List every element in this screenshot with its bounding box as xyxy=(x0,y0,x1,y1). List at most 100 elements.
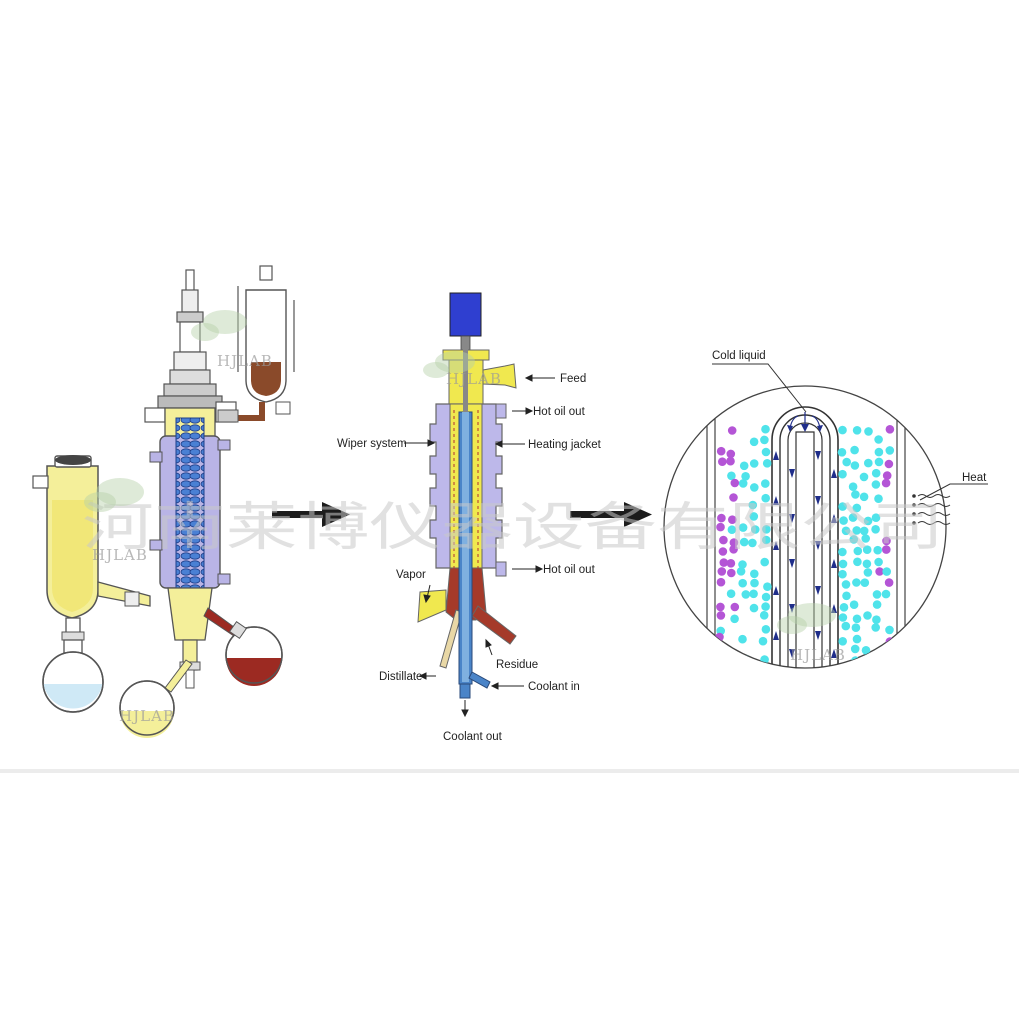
volatile-molecule xyxy=(838,425,847,435)
label-vapor: Vapor xyxy=(396,569,426,581)
residue-flask xyxy=(203,607,283,686)
volatile-molecule xyxy=(761,592,771,602)
volatile-molecule xyxy=(738,560,747,569)
label-wiper-system: Wiper system xyxy=(337,438,407,450)
volatile-molecule xyxy=(863,655,873,664)
volatile-molecule xyxy=(872,657,881,667)
volatile-molecule xyxy=(852,526,861,535)
label-residue: Residue xyxy=(496,659,538,671)
volatile-molecule xyxy=(874,447,884,457)
volatile-molecule xyxy=(851,623,861,632)
volatile-molecule xyxy=(727,525,737,534)
volatile-molecule xyxy=(727,471,736,481)
label-coolant-out: Coolant out xyxy=(443,731,503,743)
volatile-molecule xyxy=(759,611,769,620)
volatile-molecule xyxy=(851,656,860,665)
volatile-molecule xyxy=(851,490,860,499)
volatile-molecule xyxy=(838,559,848,569)
volatile-molecule xyxy=(762,525,771,534)
volatile-molecule xyxy=(726,589,736,598)
volatile-molecule xyxy=(871,468,881,478)
volatile-molecule xyxy=(736,567,746,576)
volatile-molecule xyxy=(848,513,858,522)
volatile-molecule xyxy=(741,590,751,599)
volatile-molecule xyxy=(874,557,883,567)
flow-arrow-icon xyxy=(815,541,821,550)
volatile-molecule xyxy=(872,615,881,624)
residue-molecule xyxy=(716,611,726,620)
volatile-molecule xyxy=(730,614,739,624)
residue-molecule xyxy=(718,457,727,467)
flow-arrow-icon xyxy=(831,514,837,523)
label-heating-jacket: Heating jacket xyxy=(528,439,602,451)
residue-molecule xyxy=(719,558,729,567)
volatile-molecule xyxy=(751,525,760,534)
volatile-molecule xyxy=(852,503,862,513)
volatile-molecule xyxy=(758,636,768,646)
motor xyxy=(449,292,482,337)
volatile-molecule xyxy=(853,546,863,556)
volatile-molecule xyxy=(763,582,772,591)
residue-molecule xyxy=(716,446,726,456)
volatile-molecule xyxy=(841,526,851,536)
volatile-molecule xyxy=(872,590,882,599)
heat-wave-icon xyxy=(917,494,951,525)
volatile-molecule xyxy=(873,545,882,555)
volatile-molecule xyxy=(841,580,851,589)
residue-molecule xyxy=(726,449,736,459)
volatile-molecule xyxy=(872,600,882,609)
watermark-company-name: 河南莱博仪器设备有限公司 xyxy=(82,498,944,558)
flow-arrow-icon xyxy=(831,469,837,478)
flow-arrow-icon xyxy=(773,631,779,640)
distillate-flask: HJLAB xyxy=(119,659,193,738)
residue-molecule xyxy=(726,559,736,568)
residue-molecule xyxy=(730,478,740,488)
residue-molecule xyxy=(885,425,895,434)
volatile-molecule xyxy=(738,523,748,532)
flow-arrow-icon xyxy=(773,541,779,550)
volatile-molecule xyxy=(838,613,848,622)
volatile-molecule xyxy=(760,435,769,445)
flow-arrow-icon xyxy=(815,631,821,640)
volatile-molecule xyxy=(850,445,859,455)
main-column xyxy=(144,269,237,689)
label-heat: Heat xyxy=(962,472,987,484)
residue-molecule xyxy=(717,567,727,576)
volatile-molecule xyxy=(741,472,750,481)
residue-molecule xyxy=(884,578,894,587)
volatile-molecule xyxy=(885,625,894,635)
volatile-molecule xyxy=(842,591,851,601)
flow-arrow-icon xyxy=(815,586,821,595)
volatile-molecule xyxy=(859,492,869,502)
watermark-brand-top-left: HJLAB xyxy=(217,352,273,370)
volatile-molecule xyxy=(839,516,848,525)
volatile-molecule xyxy=(863,611,872,620)
watermark-brand-right: HJLAB xyxy=(790,646,846,664)
magnified-view xyxy=(663,363,988,669)
residue-molecule xyxy=(881,478,891,488)
volatile-molecule xyxy=(852,614,862,624)
volatile-molecule xyxy=(850,644,860,654)
volatile-molecule xyxy=(761,602,770,611)
residue-molecule xyxy=(718,547,728,556)
volatile-molecule xyxy=(748,538,757,548)
residue-molecule xyxy=(729,493,738,502)
volatile-molecule xyxy=(874,435,883,444)
volatile-molecule xyxy=(838,469,847,479)
residue-molecule xyxy=(719,535,728,545)
volatile-molecule xyxy=(761,479,770,488)
flow-arrow-icon xyxy=(789,649,795,658)
volatile-molecule xyxy=(874,494,883,504)
coolant-flow-arrows xyxy=(773,451,837,658)
residue-molecule xyxy=(884,459,894,469)
volatile-molecule xyxy=(848,482,858,492)
volatile-molecule xyxy=(749,437,759,447)
residue-molecule xyxy=(884,656,893,665)
volatile-molecule xyxy=(739,537,749,547)
volatile-molecule xyxy=(750,569,759,579)
volatile-molecule xyxy=(853,557,862,567)
volatile-molecule xyxy=(871,480,881,489)
volatile-molecule xyxy=(862,545,872,554)
volatile-molecule xyxy=(749,459,759,468)
volatile-molecule xyxy=(864,458,873,468)
